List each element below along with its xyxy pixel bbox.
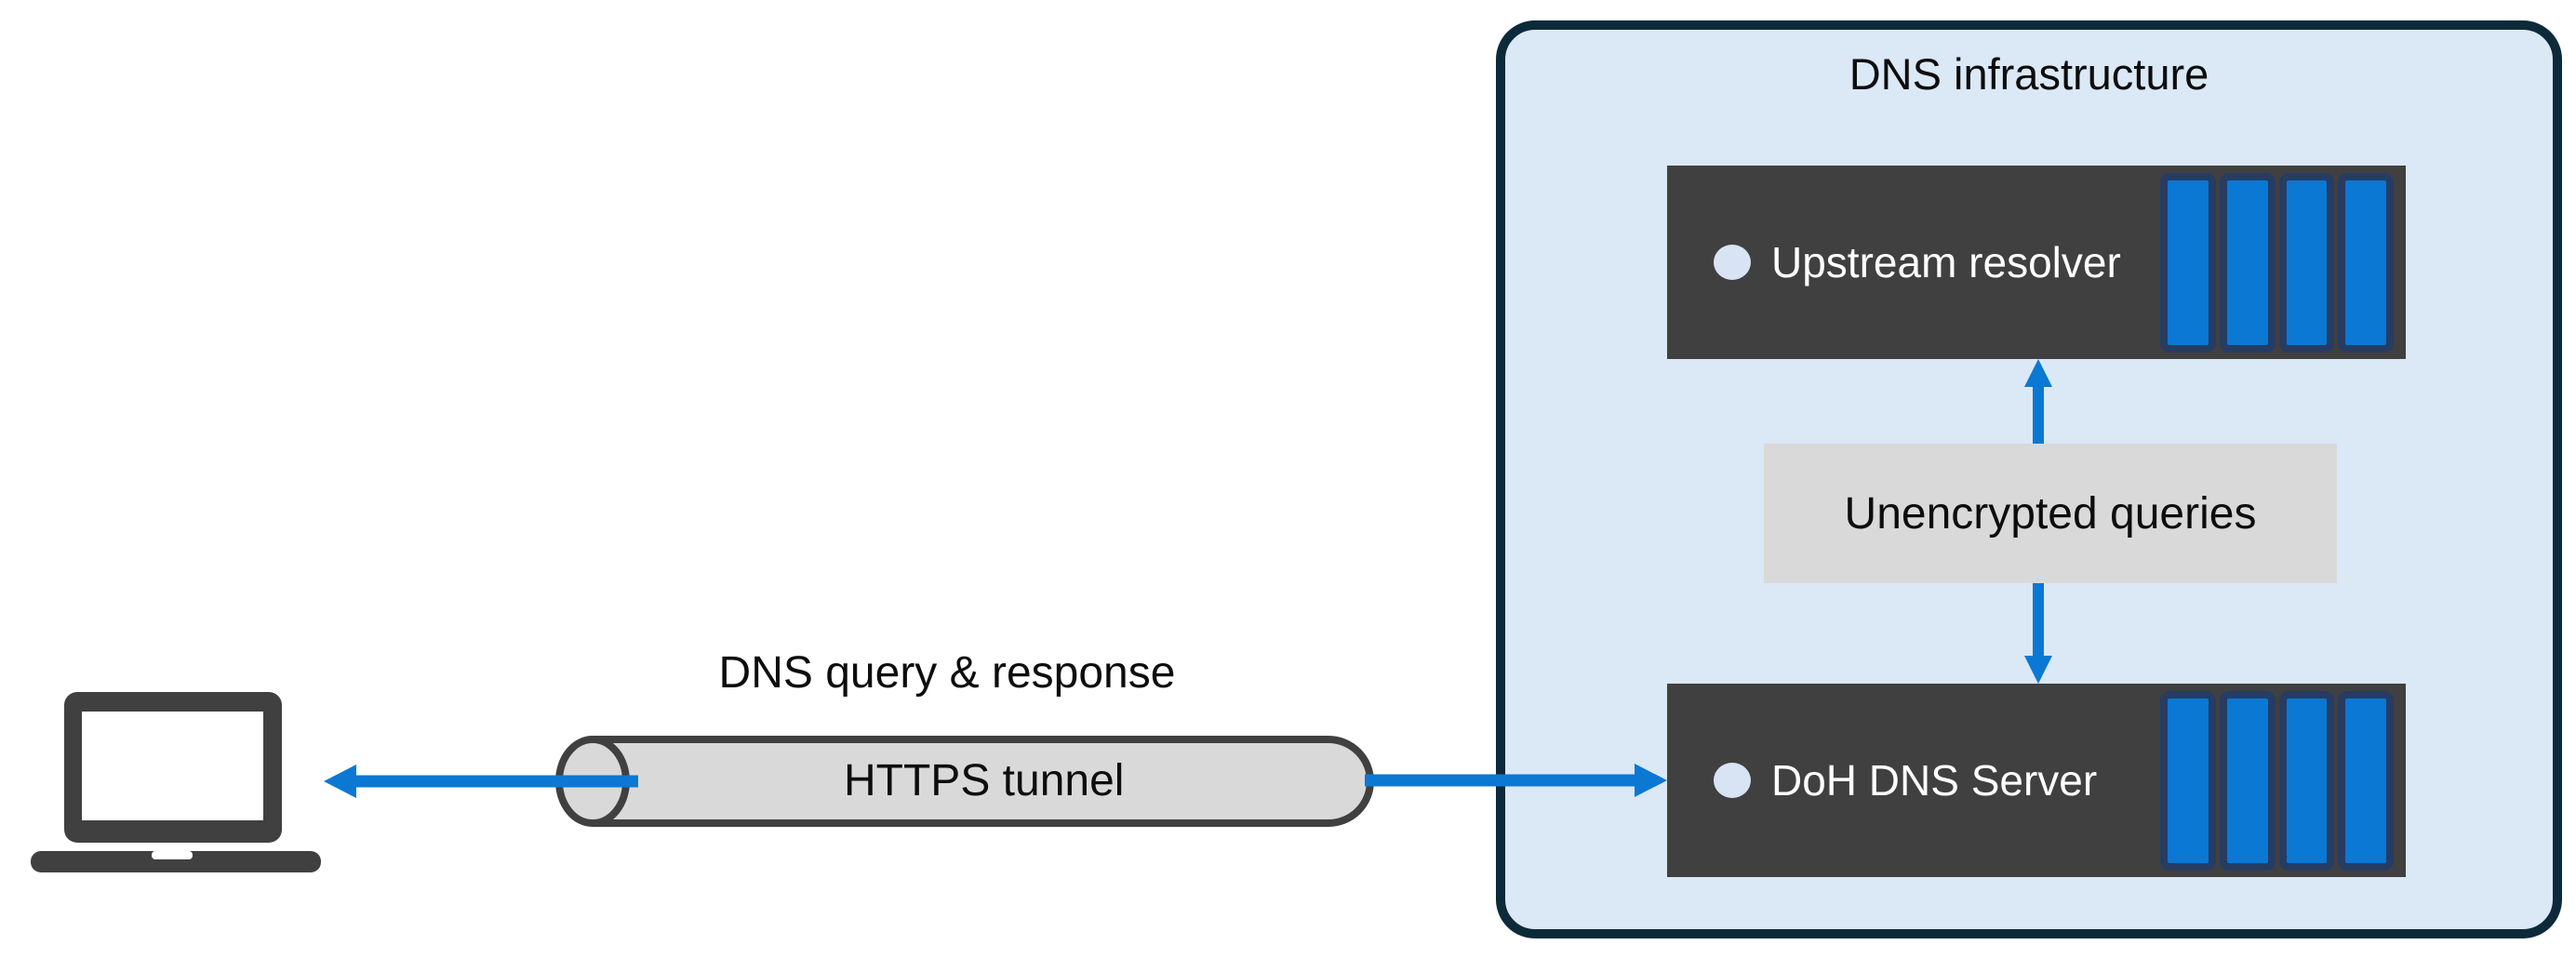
server-disk-array-icon [2160,173,2394,353]
unencrypted-queries-label: Unencrypted queries [1844,488,2257,539]
laptop-icon [31,692,321,872]
disk-stripe-icon [2278,173,2335,353]
upstream-resolver-label: Upstream resolver [1771,238,2121,286]
disk-stripe-icon [2338,173,2394,353]
disk-stripe-icon [2160,691,2216,871]
disk-stripe-icon [2219,691,2276,871]
upstream-resolver-server: Upstream resolver [1667,166,2406,359]
arrow-to-laptop-icon [324,765,638,798]
unencrypted-queries-box: Unencrypted queries [1764,444,2337,583]
dns-infrastructure-title: DNS infrastructure [1849,49,2209,99]
server-led-icon [1714,245,1751,280]
doh-dns-server: DoH DNS Server [1667,684,2406,877]
dns-query-response-label: DNS query & response [718,648,1176,698]
disk-stripe-icon [2278,691,2335,871]
disk-stripe-icon [2338,691,2394,871]
server-disk-array-icon [2160,691,2394,871]
disk-stripe-icon [2219,173,2276,353]
disk-stripe-icon [2160,173,2216,353]
tunnel-opening-icon [555,736,630,827]
https-tunnel-label: HTTPS tunnel [844,756,1125,805]
doh-dns-server-label: DoH DNS Server [1771,756,2098,805]
dns-infrastructure-group: DNS infrastructure Upstream resolver Une… [1496,20,2562,938]
server-led-icon [1714,763,1751,798]
